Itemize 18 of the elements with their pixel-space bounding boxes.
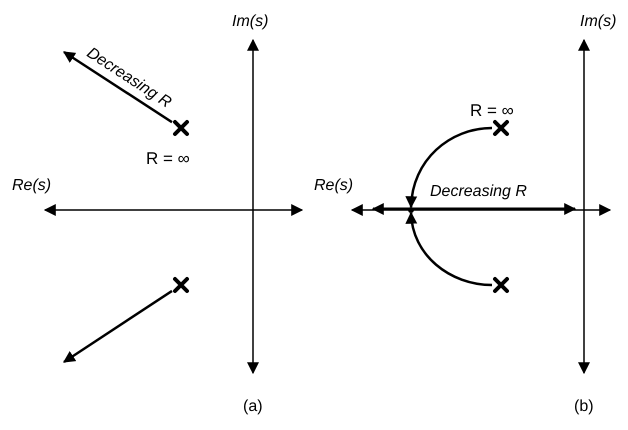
gain-label: R = ∞ [470, 102, 514, 119]
axis-label: Re(s) [12, 178, 52, 194]
axis-label: Decreasing R [430, 184, 527, 200]
arrow [406, 126, 492, 208]
pole-marker [172, 276, 190, 294]
arrow [406, 212, 492, 286]
axis-label: Im(s) [580, 14, 616, 30]
arrow [63, 290, 173, 364]
gain-label: R = ∞ [146, 150, 190, 167]
pole-marker [172, 119, 190, 137]
pole-marker [492, 276, 510, 294]
axis-label: Re(s) [314, 178, 354, 194]
arrow [63, 50, 173, 124]
axis-label: Im(s) [232, 14, 268, 30]
pole-marker [492, 119, 510, 137]
breakaway-point [408, 207, 414, 213]
panel-label: (a) [243, 399, 263, 415]
panel-label: (b) [574, 399, 594, 415]
